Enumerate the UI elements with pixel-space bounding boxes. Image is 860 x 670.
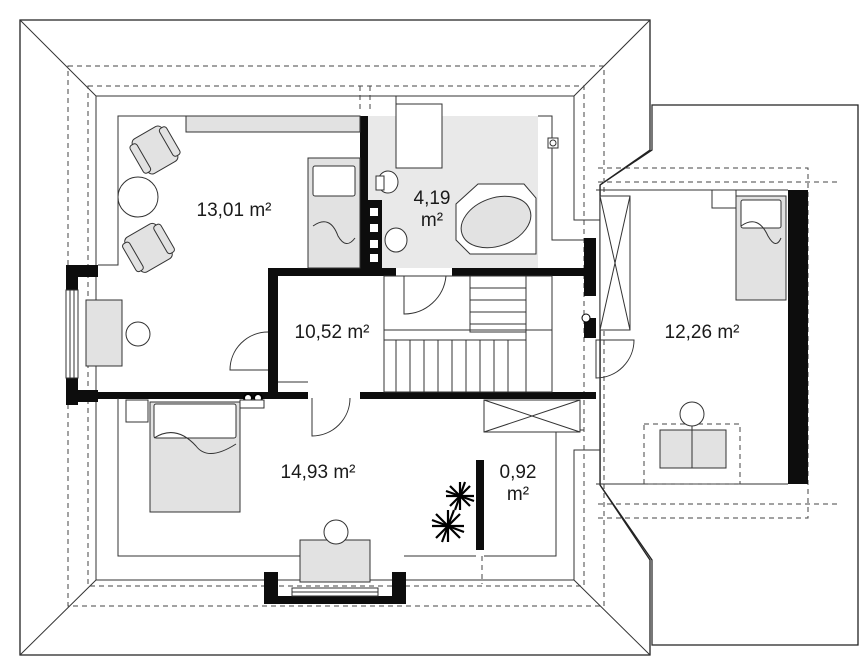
east-bedroom-furniture [643,189,787,485]
area-label-bedroom-south: 14,93 m² [281,462,356,483]
area-label-bathroom-number: 4,19 [414,188,451,209]
south-bedroom-furniture [125,399,371,583]
room-outlines [65,115,788,597]
nw-bedroom-furniture [85,125,361,367]
room-area-labels: 13,01 m² 4,19 m² 10,52 m² 12,26 m² 14,93… [197,188,740,505]
plant-icon [431,481,475,543]
area-label-hall: 10,52 m² [295,322,370,343]
bathroom-fixtures [375,96,559,255]
wardrobes [185,115,631,433]
staircase [383,275,553,393]
area-label-bedroom-east: 12,26 m² [665,322,740,343]
area-label-closet-unit: m² [507,484,529,505]
area-label-closet-number: 0,92 [500,462,537,483]
area-label-bedroom-nw: 13,01 m² [197,200,272,221]
area-label-bathroom-unit: m² [421,210,443,231]
doors [229,275,635,437]
